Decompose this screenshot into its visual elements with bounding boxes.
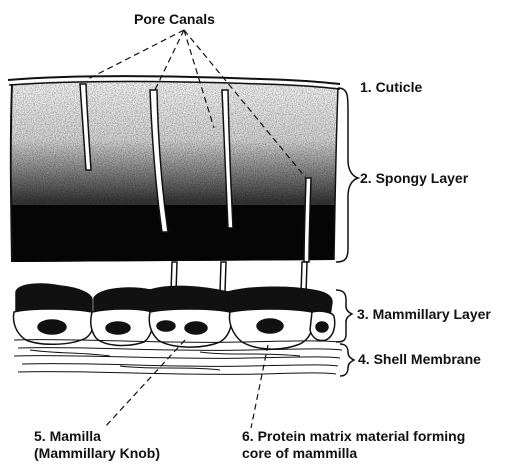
shell-membrane-label: 4. Shell Membrane: [358, 351, 481, 368]
bottom-leader-lines: [104, 340, 268, 428]
protein-matrix-label-line1: 6. Protein matrix material forming: [242, 428, 465, 445]
brace-mammillary: [336, 290, 352, 342]
mamilla-label: 5. Mamilla (Mammillary Knob): [34, 428, 160, 462]
brace-membrane: [340, 344, 354, 376]
pore-canals-label: Pore Canals: [134, 11, 215, 28]
mammillary-layer-label: 3. Mammillary Layer: [357, 306, 491, 323]
mamilla-label-line1: 5. Mamilla: [34, 428, 160, 445]
spongy-layer: [0, 70, 345, 270]
mammilla-knobs: [14, 309, 335, 349]
protein-matrix-label-line2: core of mammilla: [242, 445, 465, 462]
mamilla-label-line2: (Mammillary Knob): [34, 445, 160, 462]
cuticle-label: 1. Cuticle: [360, 79, 422, 96]
layer-braces: [336, 88, 358, 376]
protein-matrix-label: 6. Protein matrix material forming core …: [242, 428, 465, 462]
spongy-layer-label: 2. Spongy Layer: [360, 170, 468, 187]
brace-spongy: [336, 88, 358, 262]
spongy-layer-outline: [11, 84, 12, 262]
